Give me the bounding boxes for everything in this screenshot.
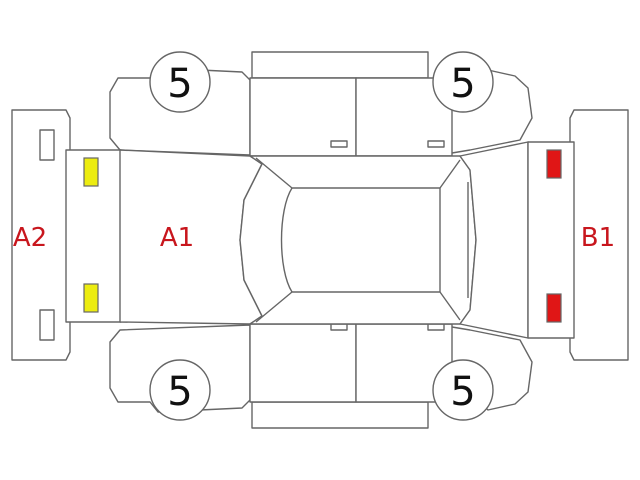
wheel-front-left-grade: 5 (167, 61, 192, 107)
wheel-rear-right-grade: 5 (450, 369, 475, 415)
zone-label-front-panel: A1 (160, 223, 194, 253)
front-headlight-marker-bottom (83, 283, 99, 313)
rear-taillight-marker-top (546, 149, 562, 179)
front-bumper (11, 109, 71, 361)
front-headlight-marker-top (83, 157, 99, 187)
wheel-rear-left-grade: 5 (450, 61, 475, 107)
side-skirts (251, 51, 429, 429)
rear-taillight-marker-bottom (546, 293, 562, 323)
wheel-front-right-grade: 5 (167, 369, 192, 415)
wheel-front-left: 5 (149, 51, 211, 113)
rear-bumper (569, 109, 629, 361)
doors-top (249, 77, 453, 157)
zone-label-rear-panel: B1 (581, 223, 615, 253)
wheel-rear-right: 5 (432, 359, 494, 421)
car-body (65, 141, 575, 339)
wheel-rear-left: 5 (432, 51, 494, 113)
zone-label-front-bumper: A2 (13, 223, 47, 253)
wheel-front-right: 5 (149, 359, 211, 421)
doors-bottom (249, 323, 453, 403)
